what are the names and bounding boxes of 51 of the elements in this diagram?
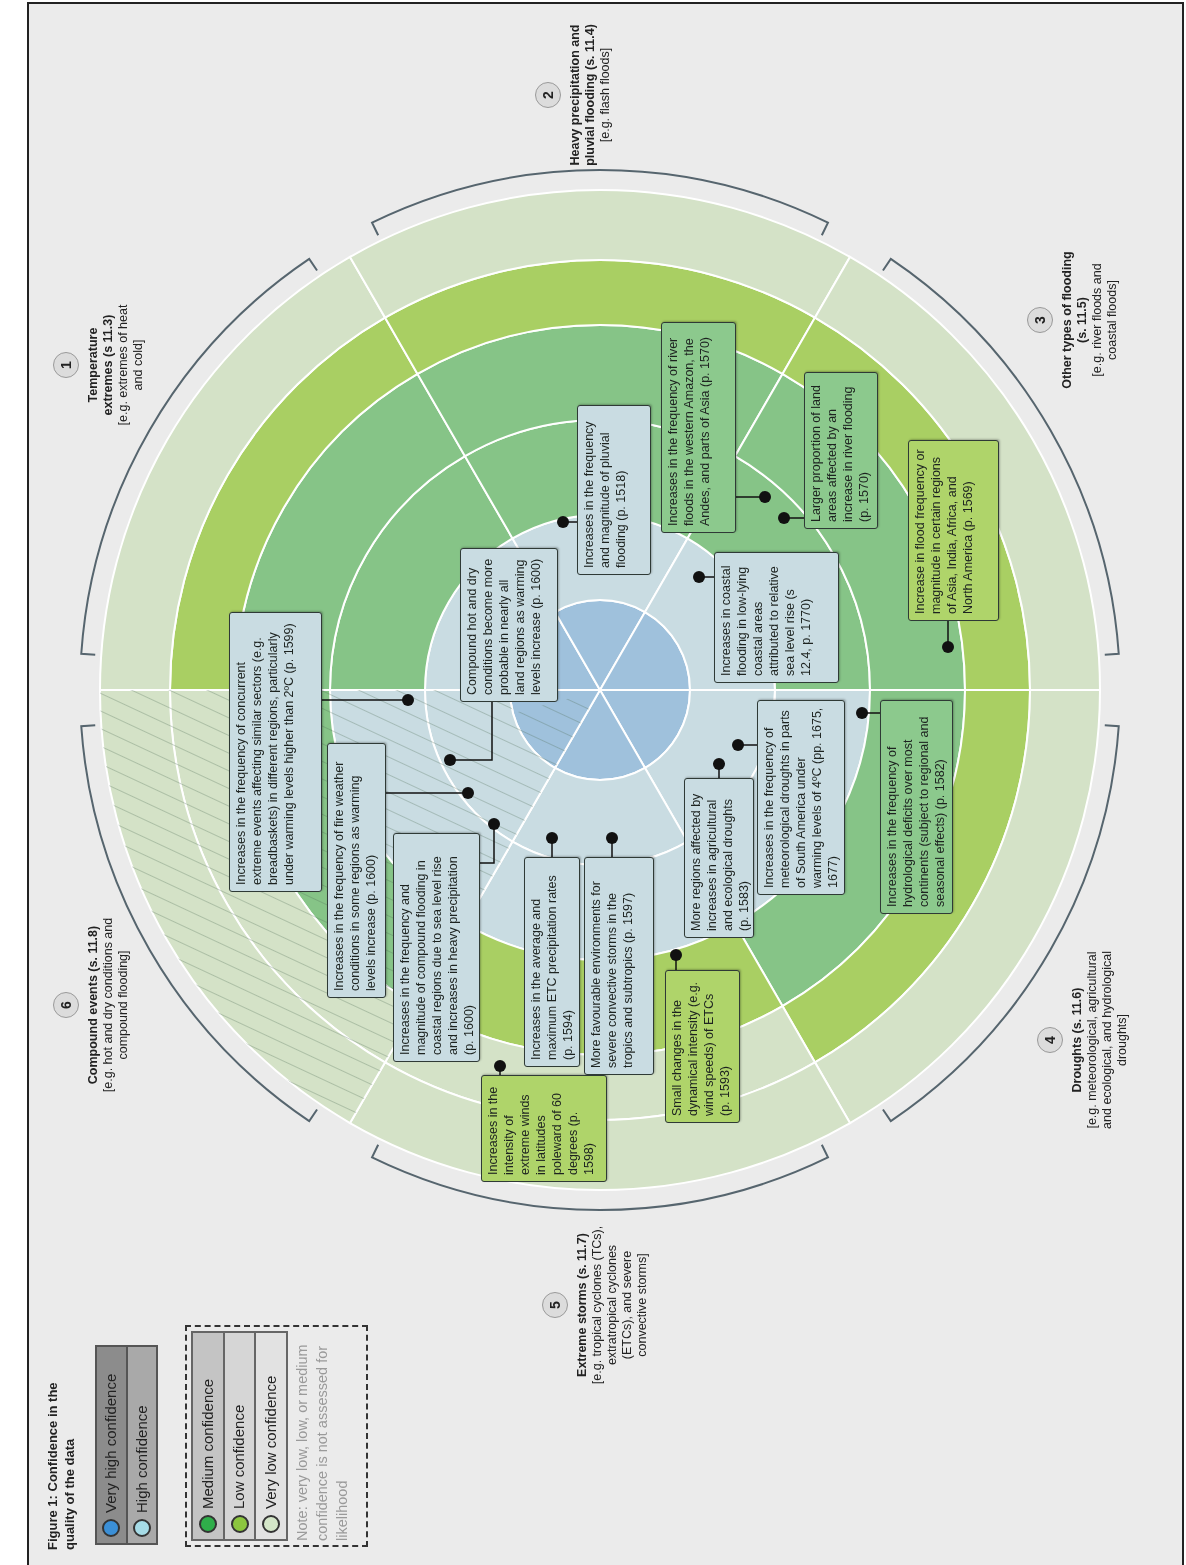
sector-examples: [e.g. tropical cyclones (TCs), extratropical cyclones (ETCs), and severe convective storms] [590,1224,650,1387]
callout-box: Increases in the intensity of extreme winds in latitudes poleward of 60 degrees (p. 1598) [481,1075,607,1182]
callout-box: Increase in flood frequency or magnitude in certain regions of Asia, India, Africa, and North America (p. 1569) [908,440,999,621]
leader-line [546,832,558,858]
callout-box: Increases in the frequency of river floods in the western Amazon, the Andes, and parts of Asia (p. 1570) [661,322,736,533]
sector-title: Extreme storms (s. 11.7) [575,1233,590,1377]
legend-label: Low confidence [229,1404,249,1509]
sector-title: Other types of flooding (s. 11.5) [1060,250,1090,391]
leader-line [732,739,758,751]
leader-line [606,832,618,858]
legend-label: High confidence [131,1405,151,1513]
sector-title: Droughts (s. 11.6) [1070,987,1085,1093]
callout-box: Increases in the frequency of meteorological droughts in parts of South America under warming levels of 4ºC (pp. 1675, 1677) [757,700,845,895]
callout-box: Increases in coastal flooding in low-lying coastal areas attributed to relative sea level rise (s 12.4, p. 1770) [714,552,839,683]
leader-line [713,758,725,779]
figure-title: Figure 1: Confidence in the quality of the data [44,1381,78,1550]
sector-examples: [e.g. hot and dry conditions and compound flooding] [101,916,131,1095]
legend-label: Very high confidence [101,1373,120,1513]
legend-label: Very low confidence [260,1375,280,1509]
sector-examples: [e.g. extremes of heat and cold] [116,303,146,428]
leader-line [479,818,500,864]
leader-line [494,1060,506,1076]
sector-title: Compound events (s. 11.8) [86,925,101,1085]
callout-box: More favourable environments for severe convective storms in the tropics and subtropics (p. 1597) [584,857,654,1075]
sector-title: Temperature extremes (s 11.3) [86,313,116,418]
callout-box: Increases in the average and maximum ETC precipitation rates (p. 1594) [524,857,580,1067]
leader-line [856,707,881,719]
leader-line [778,512,805,524]
leader-line [385,787,474,799]
callout-box: Small changes in the dynamical intensity (e.g. wind speeds) of ETCs (p. 1593) [665,970,740,1123]
callout-box: Increases in the frequency of concurrent extreme events affecting similar sectors (e.g. breadbaskets) in different regions, particularly under warming levels higher than 2ºC (p. 1599) [229,612,322,892]
leader-line [557,516,578,528]
callout-box: Increases in the frequency and magnitude of compound flooding in coastal regions due to sea level rise and increases in heavy precipitation (p. 1600) [393,833,480,1062]
leader-line [444,701,493,766]
sector-examples: [e.g. meteorological, agricultural and ecological, and hydrological droughts] [1085,950,1130,1130]
sector-examples: [e.g. flash floods] [598,47,613,143]
leader-line [321,694,414,706]
callout-box: Increases in the frequency of fire weather conditions in some regions as warming levels increase (p. 1600) [327,743,386,998]
callout-box: Larger proportion of land areas affected by an increase in river flooding (p. 1570) [804,372,878,529]
leader-line [735,491,771,503]
sector-title: Heavy precipitation and pluvial flooding (s. 11.4) [568,23,598,168]
callout-box: Compound hot and dry conditions become more probable in nearly all land regions as warming levels increase (p. 1600) [460,548,558,702]
legend-note: Note: very low, low, or medium confidence is not assessed for likelihood [293,1343,351,1541]
callout-box: Increases in the frequency of hydrological deficits over most continents (subject to regional and seasonal effects) (p. 1582) [880,700,953,914]
legend-label: Medium confidence [197,1378,217,1509]
leader-line [670,949,682,971]
leader-line [942,620,954,653]
leader-line [693,571,715,583]
callout-box: Increases in the frequency and magnitude of pluvial flooding (p. 1518) [577,405,651,575]
sector-examples: [e.g. river floods and coastal floods] [1090,262,1120,379]
callout-box: More regions affected by increases in agricultural and ecological droughts (p. 1583) [684,778,754,938]
